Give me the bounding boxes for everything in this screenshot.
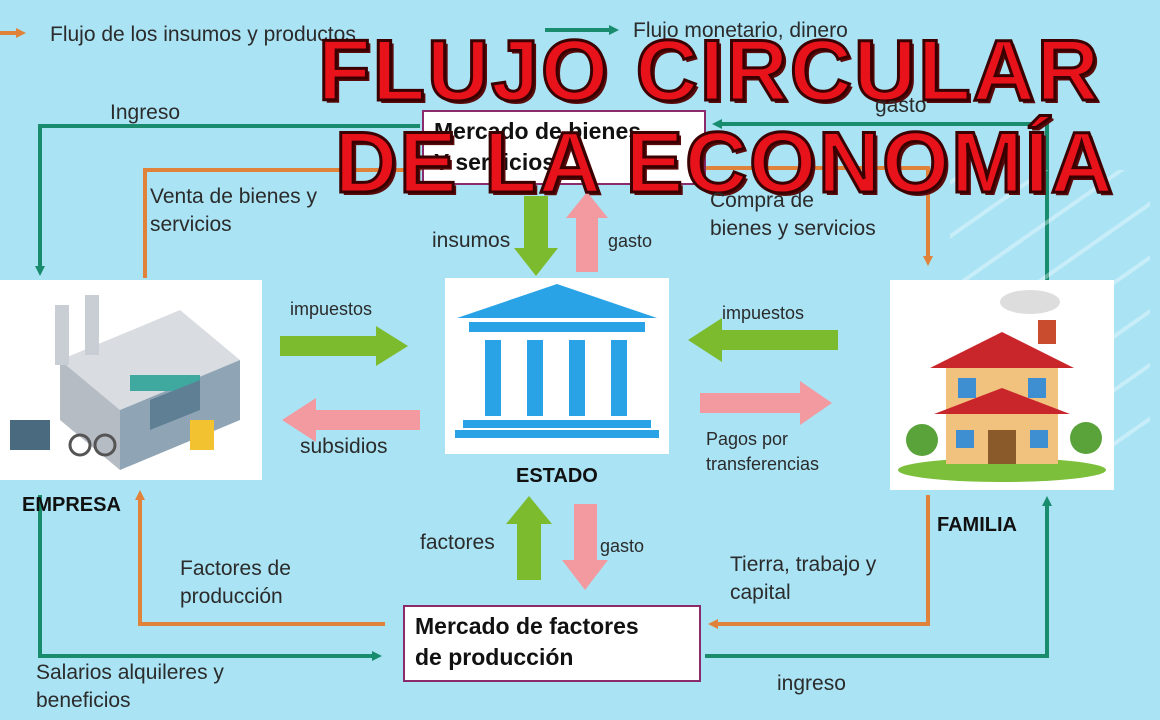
temple-icon: [455, 284, 659, 438]
house-icon: [898, 290, 1106, 482]
insumos-label: insumos: [432, 229, 511, 252]
factory-icon: [10, 295, 240, 470]
gasto-up-label: gasto: [608, 231, 653, 251]
empresa-label: EMPRESA: [22, 494, 121, 516]
venta-label-2: servicios: [150, 213, 232, 236]
gasto-top-line: [712, 119, 1049, 280]
impuestos-left-label: impuestos: [290, 299, 373, 319]
insumos-arrow: [514, 196, 558, 276]
impuestos-right-label: impuestos: [722, 303, 805, 323]
salarios-line: [38, 495, 382, 661]
title-line2: DE LA ECONOMÍA: [334, 115, 1115, 211]
venta-line: [143, 165, 422, 278]
compra-line: [705, 166, 933, 266]
venta-label-1: Venta de bienes y: [150, 185, 317, 208]
legend-orange-text: Flujo de los insumos y productos: [50, 23, 356, 46]
compra-label-1: Compra de: [710, 189, 814, 212]
tierra-label-2: capital: [730, 581, 791, 604]
factores-produccion-label-2: producción: [180, 585, 283, 608]
familia-label: FAMILIA: [937, 514, 1017, 536]
familia-image: [890, 280, 1114, 490]
factores-arrow: [506, 496, 552, 580]
goods-market-box: Mercado de bienes Y servicios: [422, 110, 706, 185]
gasto-top-label: gasto: [875, 94, 927, 117]
gasto-down-label: gasto: [600, 536, 645, 556]
factores-produccion-line: [135, 490, 385, 626]
pagos-label-2: transferencias: [706, 454, 820, 474]
title-line1: FLUJO CIRCULAR: [317, 23, 1101, 119]
impuestos-left-arrow: [280, 326, 408, 366]
estado-image: [445, 278, 669, 454]
salarios-label-1: Salarios alquileres y: [36, 661, 224, 684]
impuestos-right-arrow: [688, 318, 838, 362]
subsidios-arrow: [282, 398, 420, 442]
ingreso-bottom-label: ingreso: [777, 672, 846, 695]
salarios-label-2: beneficios: [36, 689, 131, 712]
ingreso-top-line: [35, 124, 420, 276]
factors-market-box: Mercado de factores de producción: [403, 605, 701, 682]
pagos-arrow: [700, 381, 832, 425]
goods-market-line2: Y servicios: [434, 149, 556, 176]
estado-label: ESTADO: [516, 465, 598, 487]
factores-label: factores: [420, 531, 495, 554]
legend-green-text: Flujo monetario, dinero: [633, 19, 848, 42]
tierra-label-1: Tierra, trabajo y: [730, 553, 877, 576]
compra-label-2: bienes y servicios: [710, 217, 876, 240]
ingreso-bottom-line: [705, 496, 1052, 658]
tierra-line: [708, 495, 930, 629]
pagos-label-1: Pagos por: [706, 429, 789, 449]
factores-produccion-label-1: Factores de: [180, 557, 291, 580]
factors-market-line2: de producción: [415, 644, 574, 671]
gasto-down-arrow: [562, 504, 608, 590]
goods-market-line1: Mercado de bienes: [434, 118, 642, 144]
ingreso-top-label: Ingreso: [110, 101, 181, 124]
gasto-up-arrow: [566, 192, 608, 272]
empresa-image: [0, 280, 262, 480]
subsidios-label: subsidios: [300, 435, 388, 458]
factors-market-line1: Mercado de factores: [415, 613, 639, 639]
